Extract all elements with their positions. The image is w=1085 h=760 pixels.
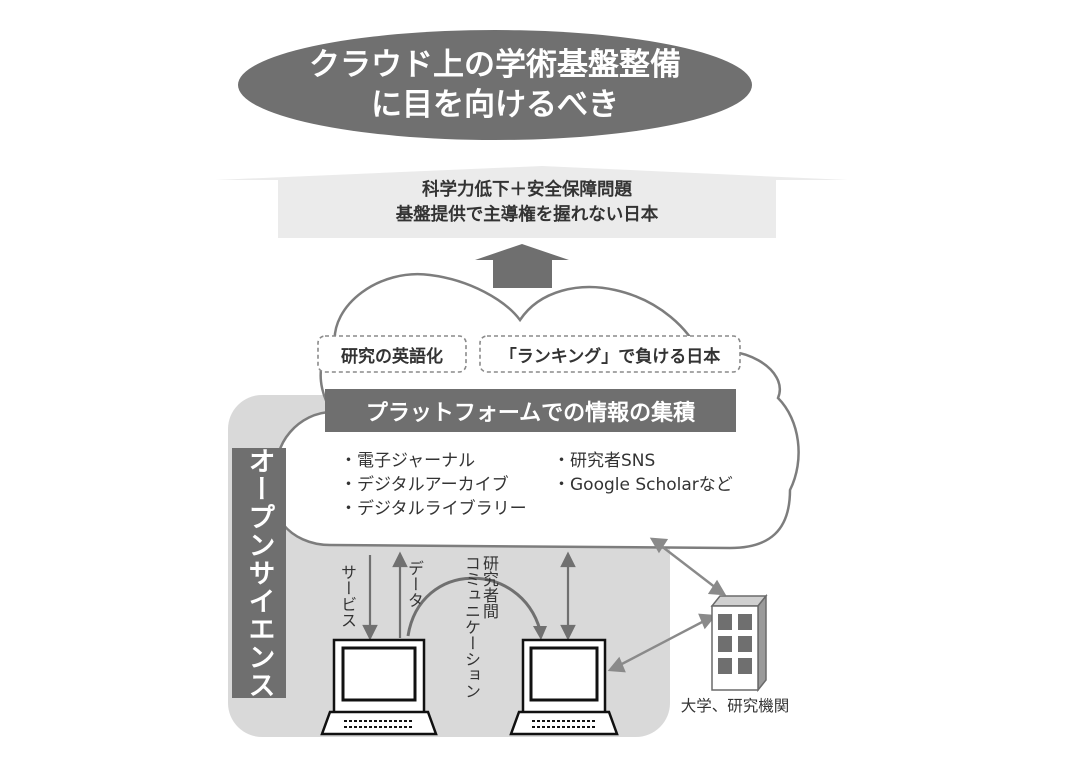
arrow-band-text: 科学力低下＋安全保障問題 基盤提供で主導権を握れない日本 [278, 178, 776, 228]
building-icon [710, 593, 768, 693]
data-label: データ [405, 560, 424, 608]
tag-english-research: 研究の英語化 [341, 346, 443, 367]
communication-label-col1: 研究者間 [480, 555, 499, 619]
open-science-bar [232, 448, 286, 698]
open-science-label: オープンサイエンス [243, 447, 275, 699]
small-up-arrow [475, 244, 569, 288]
bullet-list-left: ・電子ジャーナル ・デジタルアーカイブ ・デジタルライブラリー [340, 449, 527, 521]
upward-arrow-band [215, 166, 848, 238]
bullet-item: ・デジタルアーカイブ [340, 475, 509, 495]
bullet-item: ・Google Scholarなど [553, 475, 733, 495]
bullet-item: ・電子ジャーナル [340, 451, 476, 471]
service-label: サービス [338, 564, 357, 628]
title-ellipse [238, 30, 752, 140]
bullet-item: ・デジタルライブラリー [340, 499, 527, 519]
arrow-line-2: 基盤提供で主導権を握れない日本 [395, 205, 659, 225]
university-label: 大学、研究機関 [680, 697, 790, 715]
tag-ranking: 「ランキング」で負ける日本 [499, 346, 721, 367]
tag-right-box [479, 335, 741, 373]
title: クラウド上の学術基盤整備 に目を向けるべき [238, 30, 752, 140]
communication-arrow [406, 576, 542, 637]
cloud-building-arrow [649, 537, 727, 596]
title-line-1: クラウド上の学術基盤整備 [309, 47, 681, 83]
title-line-2: に目を向けるべき [371, 87, 619, 123]
computer-left-icon [320, 638, 438, 736]
building-computer-arrow [607, 613, 717, 673]
service-data-arrows [362, 551, 408, 641]
communication-arrowhead [533, 626, 547, 640]
arrow-line-1: 科学力低下＋安全保障問題 [422, 180, 632, 200]
right-double-arrow [560, 551, 576, 641]
bullet-list-right: ・研究者SNS ・Google Scholarなど [553, 449, 733, 497]
bullet-item: ・研究者SNS [553, 451, 656, 471]
platform-banner: プラットフォームでの情報の集積 [365, 400, 696, 426]
tag-left-box [317, 335, 467, 373]
communication-label-col2: コミュニケーション [462, 555, 481, 699]
platform-banner-bg [325, 389, 736, 432]
computer-right-icon [509, 638, 619, 736]
